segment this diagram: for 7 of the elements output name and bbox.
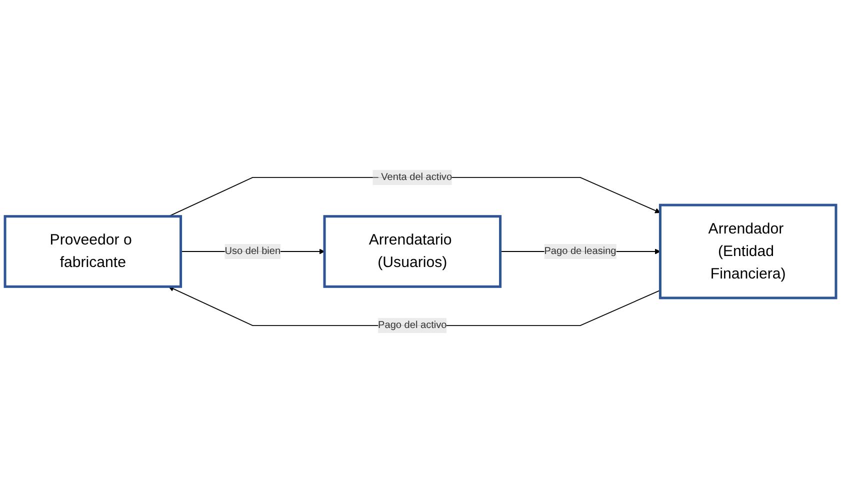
node-box: Arrendatario (Usuarios) [323, 215, 502, 288]
node-box: Arrendador (Entidad Financiera) [658, 204, 838, 300]
edge-label: Uso del bien [224, 246, 281, 257]
node-box: Proveedor o fabricante [4, 215, 182, 288]
edge-label: – Venta del activo [372, 172, 452, 182]
edge-label: Pago del activo [378, 320, 447, 331]
edge-label: Pago de leasing [544, 246, 616, 257]
